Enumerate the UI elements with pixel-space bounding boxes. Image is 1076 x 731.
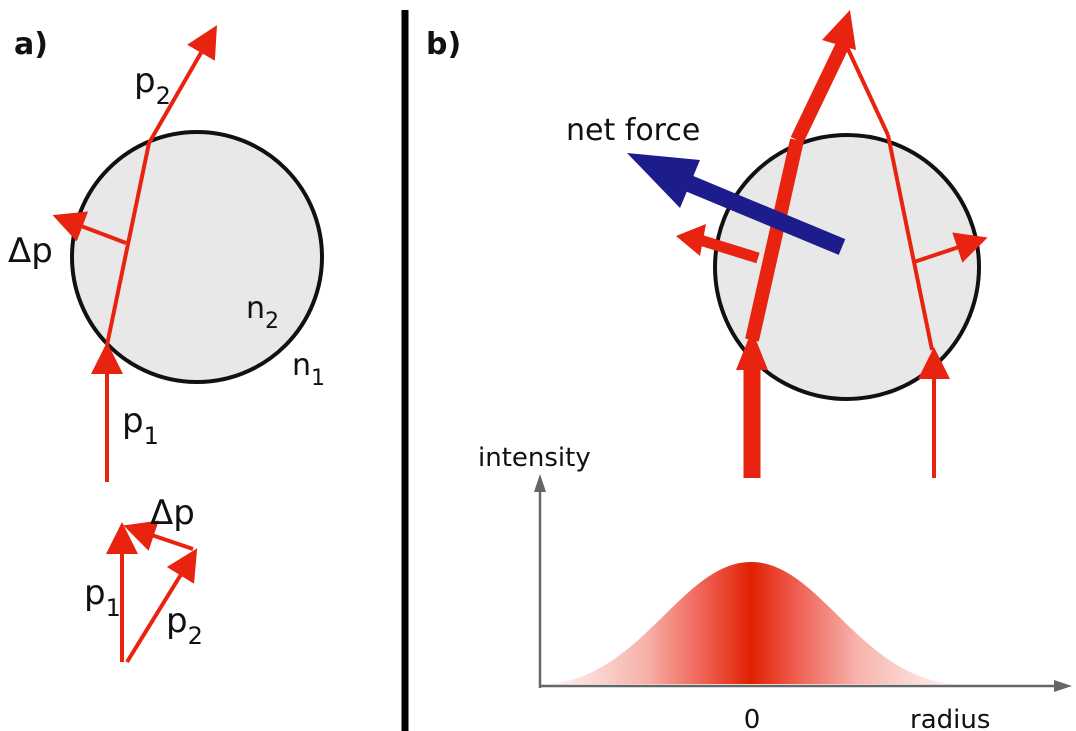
gaussian-beam-profile <box>540 562 962 684</box>
panel-b-label: b) <box>426 27 461 62</box>
intensity-axis-label: intensity <box>478 443 591 473</box>
label-p2-top: p2 <box>134 61 171 110</box>
delta-p-arrow <box>52 211 127 245</box>
label-p1: p1 <box>122 401 159 450</box>
intensity-plot: intensity 0 radius <box>478 443 1072 731</box>
strong-ray-reflect-head <box>676 224 706 256</box>
label-delta-p-side: Δp <box>8 231 53 271</box>
strong-ray-inside <box>745 138 804 342</box>
triangle-label-delta-p: Δp <box>150 493 195 533</box>
label-n1: n1 <box>292 348 325 391</box>
intensity-axis-head <box>534 474 546 492</box>
net-force-arrow <box>627 153 846 255</box>
triangle-p2-arrow <box>125 548 198 664</box>
sphere-a <box>70 130 324 384</box>
ray-inside <box>105 142 151 346</box>
panel-a-label: a) <box>14 27 48 62</box>
strong-ray-outgoing <box>790 36 852 144</box>
ray-p2 <box>147 25 217 144</box>
label-n2: n2 <box>246 291 279 334</box>
weak-ray-inside <box>886 134 934 351</box>
radius-axis-label: radius <box>910 705 990 731</box>
net-force-shaft <box>684 175 846 255</box>
vector-triangle: Δp p1 p2 <box>84 493 203 664</box>
net-force-label: net force <box>566 113 700 148</box>
strong-ray-reflect <box>698 234 760 264</box>
weak-ray-outgoing <box>838 31 890 136</box>
strong-ray-incoming-head <box>736 330 768 370</box>
weak-ray <box>838 31 988 478</box>
triangle-delta-p-arrow <box>123 520 194 551</box>
triangle-label-p1: p1 <box>84 573 121 622</box>
strong-ray <box>676 10 856 478</box>
panel-a: a) p2 Δp n2 n1 p1 Δp p1 p2 <box>8 25 325 664</box>
net-force-head <box>627 153 700 208</box>
panel-b: b) net force <box>426 10 1072 731</box>
triangle-label-p2: p2 <box>166 601 203 650</box>
zero-tick-label: 0 <box>744 705 761 731</box>
weak-ray-reflect <box>913 232 988 264</box>
radius-axis-head <box>1054 680 1072 692</box>
strong-ray-outgoing-head <box>822 10 856 50</box>
